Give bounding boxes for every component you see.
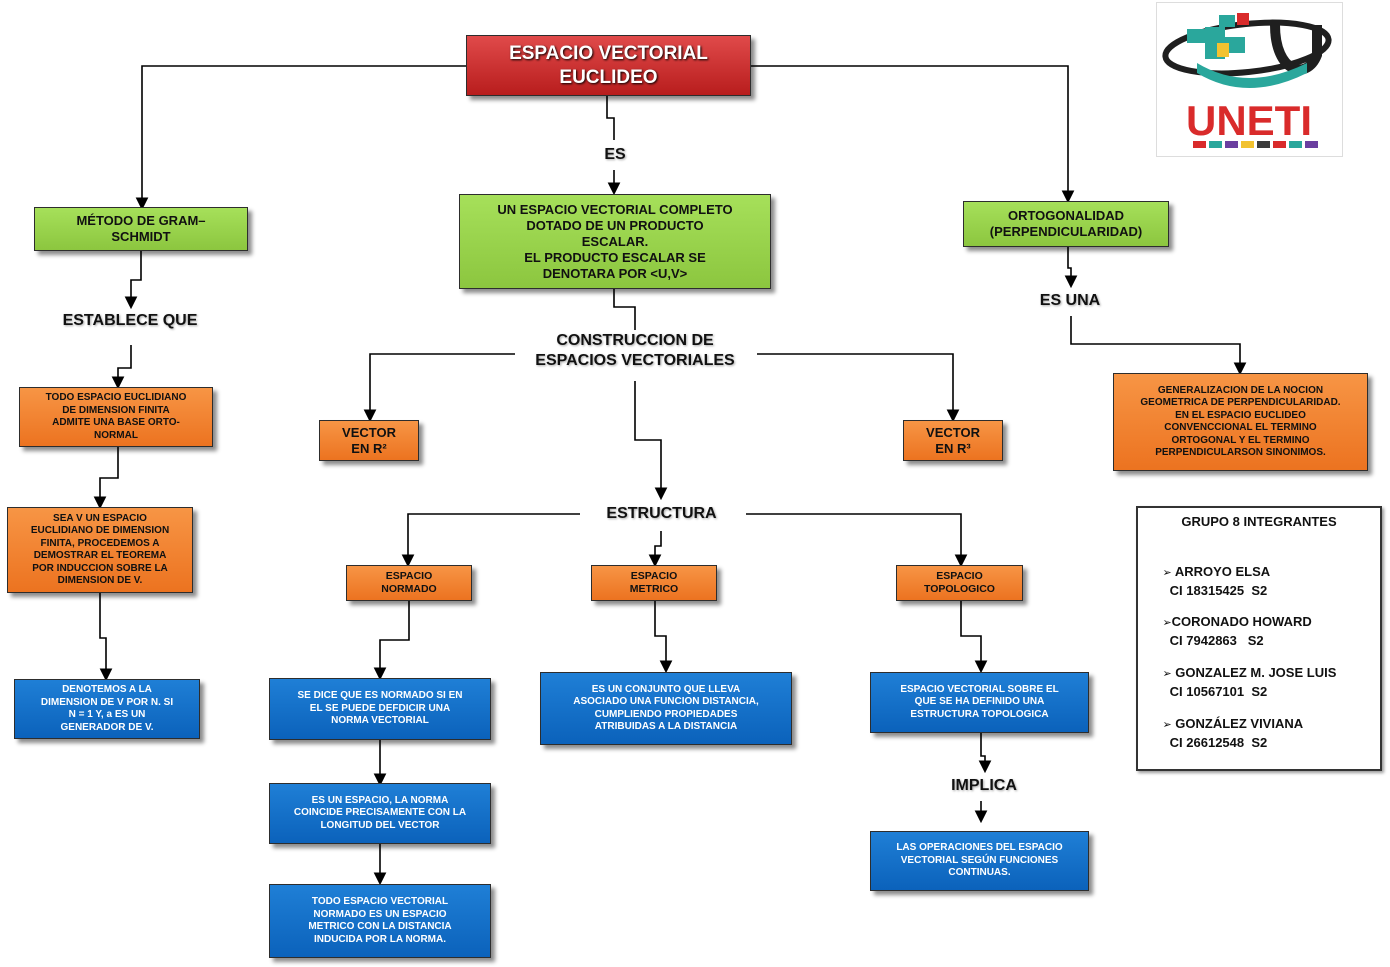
connector-center-construccion (613, 289, 636, 330)
arrow-bullet-icon: ➢ (1162, 719, 1172, 731)
connector-metrico-blue (654, 601, 673, 674)
topologico-def-box: ESPACIO VECTORIAL SOBRE EL QUE SE HA DEF… (870, 672, 1089, 733)
espacio-topologico-text: ESPACIO TOPOLOGICO (924, 570, 995, 595)
normado-metrico-box: TODO ESPACIO VECTORIAL NORMADO ES UN ESP… (269, 884, 491, 958)
main-title-box: ESPACIO VECTORIAL EUCLIDEO (466, 35, 751, 96)
logo-swatch (1209, 141, 1222, 148)
espacio-metrico-box: ESPACIO METRICO (591, 565, 717, 601)
sea-v-box: SEA V UN ESPACIO EUCLIDIANO DE DIMENSION… (7, 507, 193, 593)
connector-construccion-r2 (363, 353, 515, 423)
connector-estructura-metrico (648, 531, 662, 568)
member-name: ARROYO ELSA (1174, 564, 1271, 579)
member-item: ➢ ARROYO ELSA CI 18315425 S2 (1148, 546, 1270, 616)
label-es-una: ES UNA (1039, 292, 1101, 309)
member-ci: CI 26612548 S2 (1169, 735, 1268, 750)
logo-swatch (1193, 141, 1206, 148)
connector-topo-implica (978, 733, 992, 774)
generalizacion-text: GENERALIZACION DE LA NOCION GEOMETRICA D… (1140, 384, 1341, 459)
ortogonalidad-text: ORTOGONALIDAD (PERPENDICULARIDAD) (989, 208, 1143, 239)
label-es: ES (604, 146, 626, 163)
todo-espacio-text: TODO ESPACIO EUCLIDIANO DE DIMENSION FIN… (45, 392, 187, 441)
normado-def-box: SE DICE QUE ES NORMADO SI EN EL SE PUEDE… (269, 678, 491, 740)
member-name: CORONADO HOWARD (1171, 614, 1312, 629)
label-construccion: CONSTRUCCION DE ESPACIOS VECTORIALES (515, 331, 755, 371)
member-item: ➢ GONZÁLEZ VIVIANA CI 26612548 S2 (1148, 698, 1303, 768)
logo-swatch (1241, 141, 1254, 148)
espacio-metrico-text: ESPACIO METRICO (629, 570, 679, 595)
connector-construccion-r3 (757, 353, 960, 423)
topologico-operaciones-text: LAS OPERACIONES DEL ESPACIO VECTORIAL SE… (896, 842, 1063, 879)
arrow-bullet-icon: ➢ (1162, 617, 1172, 629)
logo-swatch (1289, 141, 1302, 148)
logo-swatch (1273, 141, 1286, 148)
normado-longitud-text: ES UN ESPACIO, LA NORMA COINCIDE PRECISA… (293, 794, 467, 831)
member-name: GONZÁLEZ VIVIANA (1175, 716, 1304, 731)
normado-def-text: SE DICE QUE ES NORMADO SI EN EL SE PUEDE… (297, 690, 463, 727)
connector-esuna-general (1070, 316, 1247, 376)
normado-longitud-box: ES UN ESPACIO, LA NORMA COINCIDE PRECISA… (269, 783, 491, 844)
arrow-bullet-icon: ➢ (1162, 668, 1172, 680)
connector-normado-blue1 (373, 601, 410, 681)
uneti-logo-graphic: UNETI (1162, 13, 1332, 148)
group-title: GRUPO 8 INTEGRANTES (1181, 514, 1337, 529)
gram-schmidt-box: MÉTODO DE GRAM– SCHMIDT (34, 207, 248, 251)
member-ci: CI 10567101 S2 (1169, 684, 1268, 699)
vector-r2-box: VECTOR EN R² (319, 420, 419, 461)
member-ci: CI 18315425 S2 (1169, 583, 1268, 598)
denotemos-text: DENOTEMOS A LA DIMENSION DE V POR N. SI … (40, 684, 174, 733)
todo-espacio-box: TODO ESPACIO EUCLIDIANO DE DIMENSION FIN… (19, 387, 213, 447)
member-name: GONZALEZ M. JOSE LUIS (1175, 665, 1337, 680)
logo-text: UNETI (1186, 97, 1312, 144)
logo-swatch (1257, 141, 1270, 148)
member-item: ➢ GONZALEZ M. JOSE LUIS CI 10567101 S2 (1148, 647, 1336, 717)
normado-metrico-text: TODO ESPACIO VECTORIAL NORMADO ES UN ESP… (308, 896, 452, 945)
vector-r3-text: VECTOR EN R³ (926, 424, 980, 456)
center-definition-text: UN ESPACIO VECTORIAL COMPLETO DOTADO DE … (497, 201, 733, 281)
member-item: ➢CORONADO HOWARD CI 7942863 S2 (1148, 596, 1312, 666)
connector-gram-establece (124, 251, 142, 310)
vector-r3-box: VECTOR EN R³ (903, 420, 1003, 461)
center-definition-box: UN ESPACIO VECTORIAL COMPLETO DOTADO DE … (459, 194, 771, 289)
denotemos-box: DENOTEMOS A LA DIMENSION DE V POR N. SI … (14, 679, 200, 739)
gram-schmidt-text: MÉTODO DE GRAM– SCHMIDT (76, 213, 206, 244)
connector-title-gram (135, 65, 466, 211)
connector-sea-denotemos (99, 593, 113, 682)
group-members-panel: GRUPO 8 INTEGRANTES ➢ ARROYO ELSA CI 183… (1136, 506, 1382, 771)
espacio-topologico-box: ESPACIO TOPOLOGICO (896, 565, 1023, 601)
espacio-normado-box: ESPACIO NORMADO (346, 565, 472, 601)
sea-v-text: SEA V UN ESPACIO EUCLIDIANO DE DIMENSION… (30, 512, 170, 587)
connector-title-es (606, 96, 615, 140)
metrico-def-text: ES UN CONJUNTO QUE LLEVA ASOCIADO UNA FU… (573, 683, 759, 733)
member-ci: CI 7942863 S2 (1169, 633, 1264, 648)
label-estructura: ESTRUCTURA (580, 505, 743, 523)
topologico-operaciones-box: LAS OPERACIONES DEL ESPACIO VECTORIAL SE… (870, 831, 1089, 891)
main-title: ESPACIO VECTORIAL EUCLIDEO (509, 42, 708, 88)
connector-estructura-normado (401, 513, 580, 568)
connector-todo-sea (93, 447, 119, 510)
espacio-normado-text: ESPACIO NORMADO (381, 570, 437, 595)
logo-swatch (1225, 141, 1238, 148)
logo-color-swatches (1193, 141, 1318, 148)
generalizacion-box: GENERALIZACION DE LA NOCION GEOMETRICA D… (1113, 373, 1368, 471)
connector-topologico-blue (960, 601, 988, 674)
uneti-logo: UNETI (1156, 2, 1343, 157)
connector-estructura-topologico (746, 513, 968, 568)
connector-establece-todo (111, 345, 132, 390)
metrico-def-box: ES UN CONJUNTO QUE LLEVA ASOCIADO UNA FU… (540, 672, 792, 745)
vector-r2-text: VECTOR EN R² (342, 424, 396, 456)
topologico-def-text: ESPACIO VECTORIAL SOBRE EL QUE SE HA DEF… (900, 683, 1059, 720)
connector-construccion-estructura (634, 381, 668, 501)
connector-title-orto (751, 65, 1075, 204)
logo-swatch (1305, 141, 1318, 148)
connector-orto-esuna (1064, 247, 1078, 289)
arrow-bullet-icon: ➢ (1162, 567, 1172, 579)
label-implica: IMPLICA (951, 777, 1017, 794)
label-establece: ESTABLECE QUE (62, 312, 198, 329)
ortogonalidad-box: ORTOGONALIDAD (PERPENDICULARIDAD) (963, 201, 1169, 247)
